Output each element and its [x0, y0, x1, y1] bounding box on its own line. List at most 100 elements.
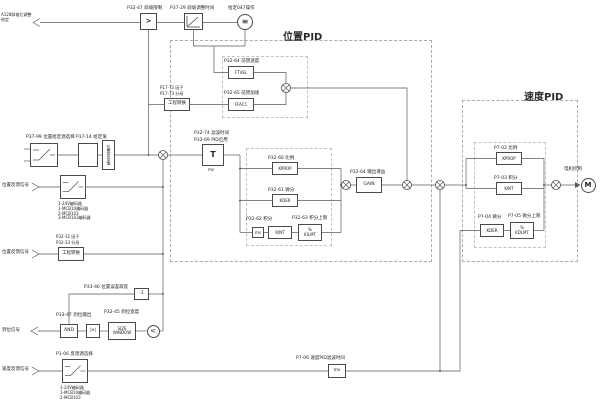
inposition-output-label: 到位信号: [2, 327, 20, 333]
spd-kint-label: P7-03 积分: [494, 175, 518, 181]
spd-kder-block: KDER: [480, 224, 504, 237]
error-filter-block: T: [202, 144, 224, 166]
encoder-option: 3-MCB103编码器: [58, 215, 91, 221]
feedforward-inner-box: [222, 56, 308, 118]
pos-kprop-label: P32-60 比例: [268, 155, 295, 161]
position-ref-value-block: [78, 143, 98, 167]
spd-kint-block: KINT: [496, 182, 522, 195]
speed-pid-title: 速度PID: [524, 92, 564, 103]
ff-velocity-block: FTVEL: [228, 66, 254, 79]
position-feedback-label-1: 位置反馈信号: [2, 182, 29, 188]
pos-kint-block: KINT: [268, 226, 292, 239]
pos-gain-label: P32-64 输出增益: [350, 169, 386, 175]
conv2-block: 工程转换: [58, 247, 84, 261]
abs-block: |x|: [86, 324, 100, 338]
pos-kilmt-block: % KILMT: [298, 224, 322, 241]
ff-accel-label: P32-65 前馈加速: [224, 90, 260, 96]
and-block: AND: [60, 324, 78, 338]
position-pid-box: [170, 40, 432, 262]
conv2-factor-label: P32-12 因子: [56, 234, 80, 239]
reference-op-label: 给定047操作: [228, 6, 255, 11]
pos-kder-label: P32-61 微分: [268, 187, 295, 193]
error-invert-block: -1: [134, 288, 149, 300]
conv2-denom-label: P32-13 分母: [56, 240, 80, 245]
speed-pid-terms-box: [474, 142, 546, 248]
ramp-time-block: [184, 13, 203, 30]
inposition-param-label: P33-47 到位输出: [56, 312, 92, 318]
spd-kdlmt-pct: %: [520, 225, 524, 230]
position-pid-title: 位置PID: [283, 32, 323, 43]
size-window-block: SIZE WINDOW: [108, 322, 136, 340]
position-encoder-options: 1-24V编码器 1-MCB10编码器 2-MCB103 3-MCB103编码器: [58, 201, 91, 221]
speed-pid-box: [462, 100, 578, 262]
error-invert-label: P33-46 位置误差取反: [84, 284, 129, 290]
sum-junctions: [158, 83, 561, 190]
position-pid-terms-box: [246, 148, 332, 246]
encoder-option: 2-MCB103: [58, 210, 79, 216]
sum-junction: [402, 180, 412, 190]
spd-kdlmt-label: P7-05 微分上限: [508, 213, 541, 219]
ramp-time-label: P37-29 斜坡调整时间: [170, 6, 215, 11]
pos-kder-block: KDER: [272, 194, 298, 207]
position-feedback-label-2: 位置反馈信号: [2, 249, 29, 255]
wires: [24, 22, 575, 372]
motor-control-label: 电机控制: [564, 166, 582, 172]
position-ref-selector: [30, 143, 58, 167]
encoder-option: 2-MCB103: [60, 394, 81, 400]
motor-block: M: [580, 177, 596, 193]
spd-kdlmt-text: KDLMT: [515, 230, 529, 235]
sum-junction: [158, 150, 168, 160]
spd-kder-label: P7-04 微分: [478, 214, 502, 220]
pos-gain-block: GAIN: [356, 177, 382, 193]
speed-feedback-selector: [62, 359, 88, 383]
arrow-chevrons: [30, 18, 41, 376]
sum-junction: [435, 180, 445, 190]
speed-encoder-options: 1-24V编码器 1-MCB10编码器 2-MCB103: [60, 385, 91, 400]
encoder-option: 1-24V编码器: [58, 201, 82, 206]
reference-op-block: ≡: [237, 13, 253, 30]
sum-junction: [341, 180, 351, 190]
junction-dots: [147, 154, 545, 372]
sum-junction: [281, 83, 291, 93]
pid-enable-label: P32-69 PID启用: [194, 137, 228, 143]
ramp-limit-block: >: [140, 13, 157, 30]
encoder-option: 1-24V编码器: [60, 385, 84, 390]
filter-time-label: P32-74 滤波时间: [194, 131, 230, 136]
pos-kint-ms-block: ms: [252, 227, 264, 238]
ramp-limit-label: P32-47 斜坡限制: [127, 6, 163, 11]
speed-feedback-label: 速度反馈信号: [2, 366, 29, 372]
conv1-denom-label: P17-73 分母: [160, 90, 184, 96]
ramp-output-label: A128斜坡后调整给定: [1, 12, 32, 22]
pos-kprop-block: KPROP: [272, 162, 298, 175]
spd-kprop-block: KPROP: [496, 152, 522, 165]
speed-feedback-source-label: P1-06 反馈源选择: [56, 351, 93, 357]
selector-switch-icon: [33, 148, 55, 161]
speed-filter-block: ms: [328, 364, 346, 378]
conv1-factor-label: P17-72 因子: [160, 84, 184, 90]
spd-kdlmt-block: % KDLMT: [510, 222, 534, 239]
position-safe-value-block: 位置安全值: [102, 140, 115, 170]
pos-kint-label: P32-62 积分: [246, 217, 273, 222]
selector-switch-icon: [62, 181, 84, 192]
encoder-option: 1-MCB10编码器: [60, 389, 91, 395]
conv1-block: 工程转换: [164, 98, 190, 111]
ramp-icon: [186, 16, 200, 28]
inposition-width-label: P32-45 到位宽度: [104, 310, 140, 315]
speed-filter-label: P7-06 速度PID滤波时间: [296, 355, 345, 361]
motor-arrowhead: [575, 182, 581, 188]
error-filter-unit: ms: [208, 166, 214, 172]
ff-accel-block: FFACC: [228, 98, 254, 111]
position-feedback-selector: [60, 175, 86, 199]
sum-junction: [551, 180, 561, 190]
pos-kilmt-pct: %: [308, 227, 312, 232]
pos-kilmt-label: P32-63 积分上限: [292, 215, 328, 221]
compare-block: <: [146, 324, 160, 338]
spd-kprop-label: P7-02 比例: [494, 145, 518, 151]
position-ref-value-label: P37-14 给定值: [76, 135, 107, 140]
position-ref-source-label: P37-99 位置给定源选择: [26, 135, 75, 140]
selector-switch-icon: [64, 365, 86, 376]
ff-velocity-label: P32-64 前馈速度: [224, 58, 260, 64]
encoder-option: 1-MCB10编码器: [58, 205, 89, 211]
